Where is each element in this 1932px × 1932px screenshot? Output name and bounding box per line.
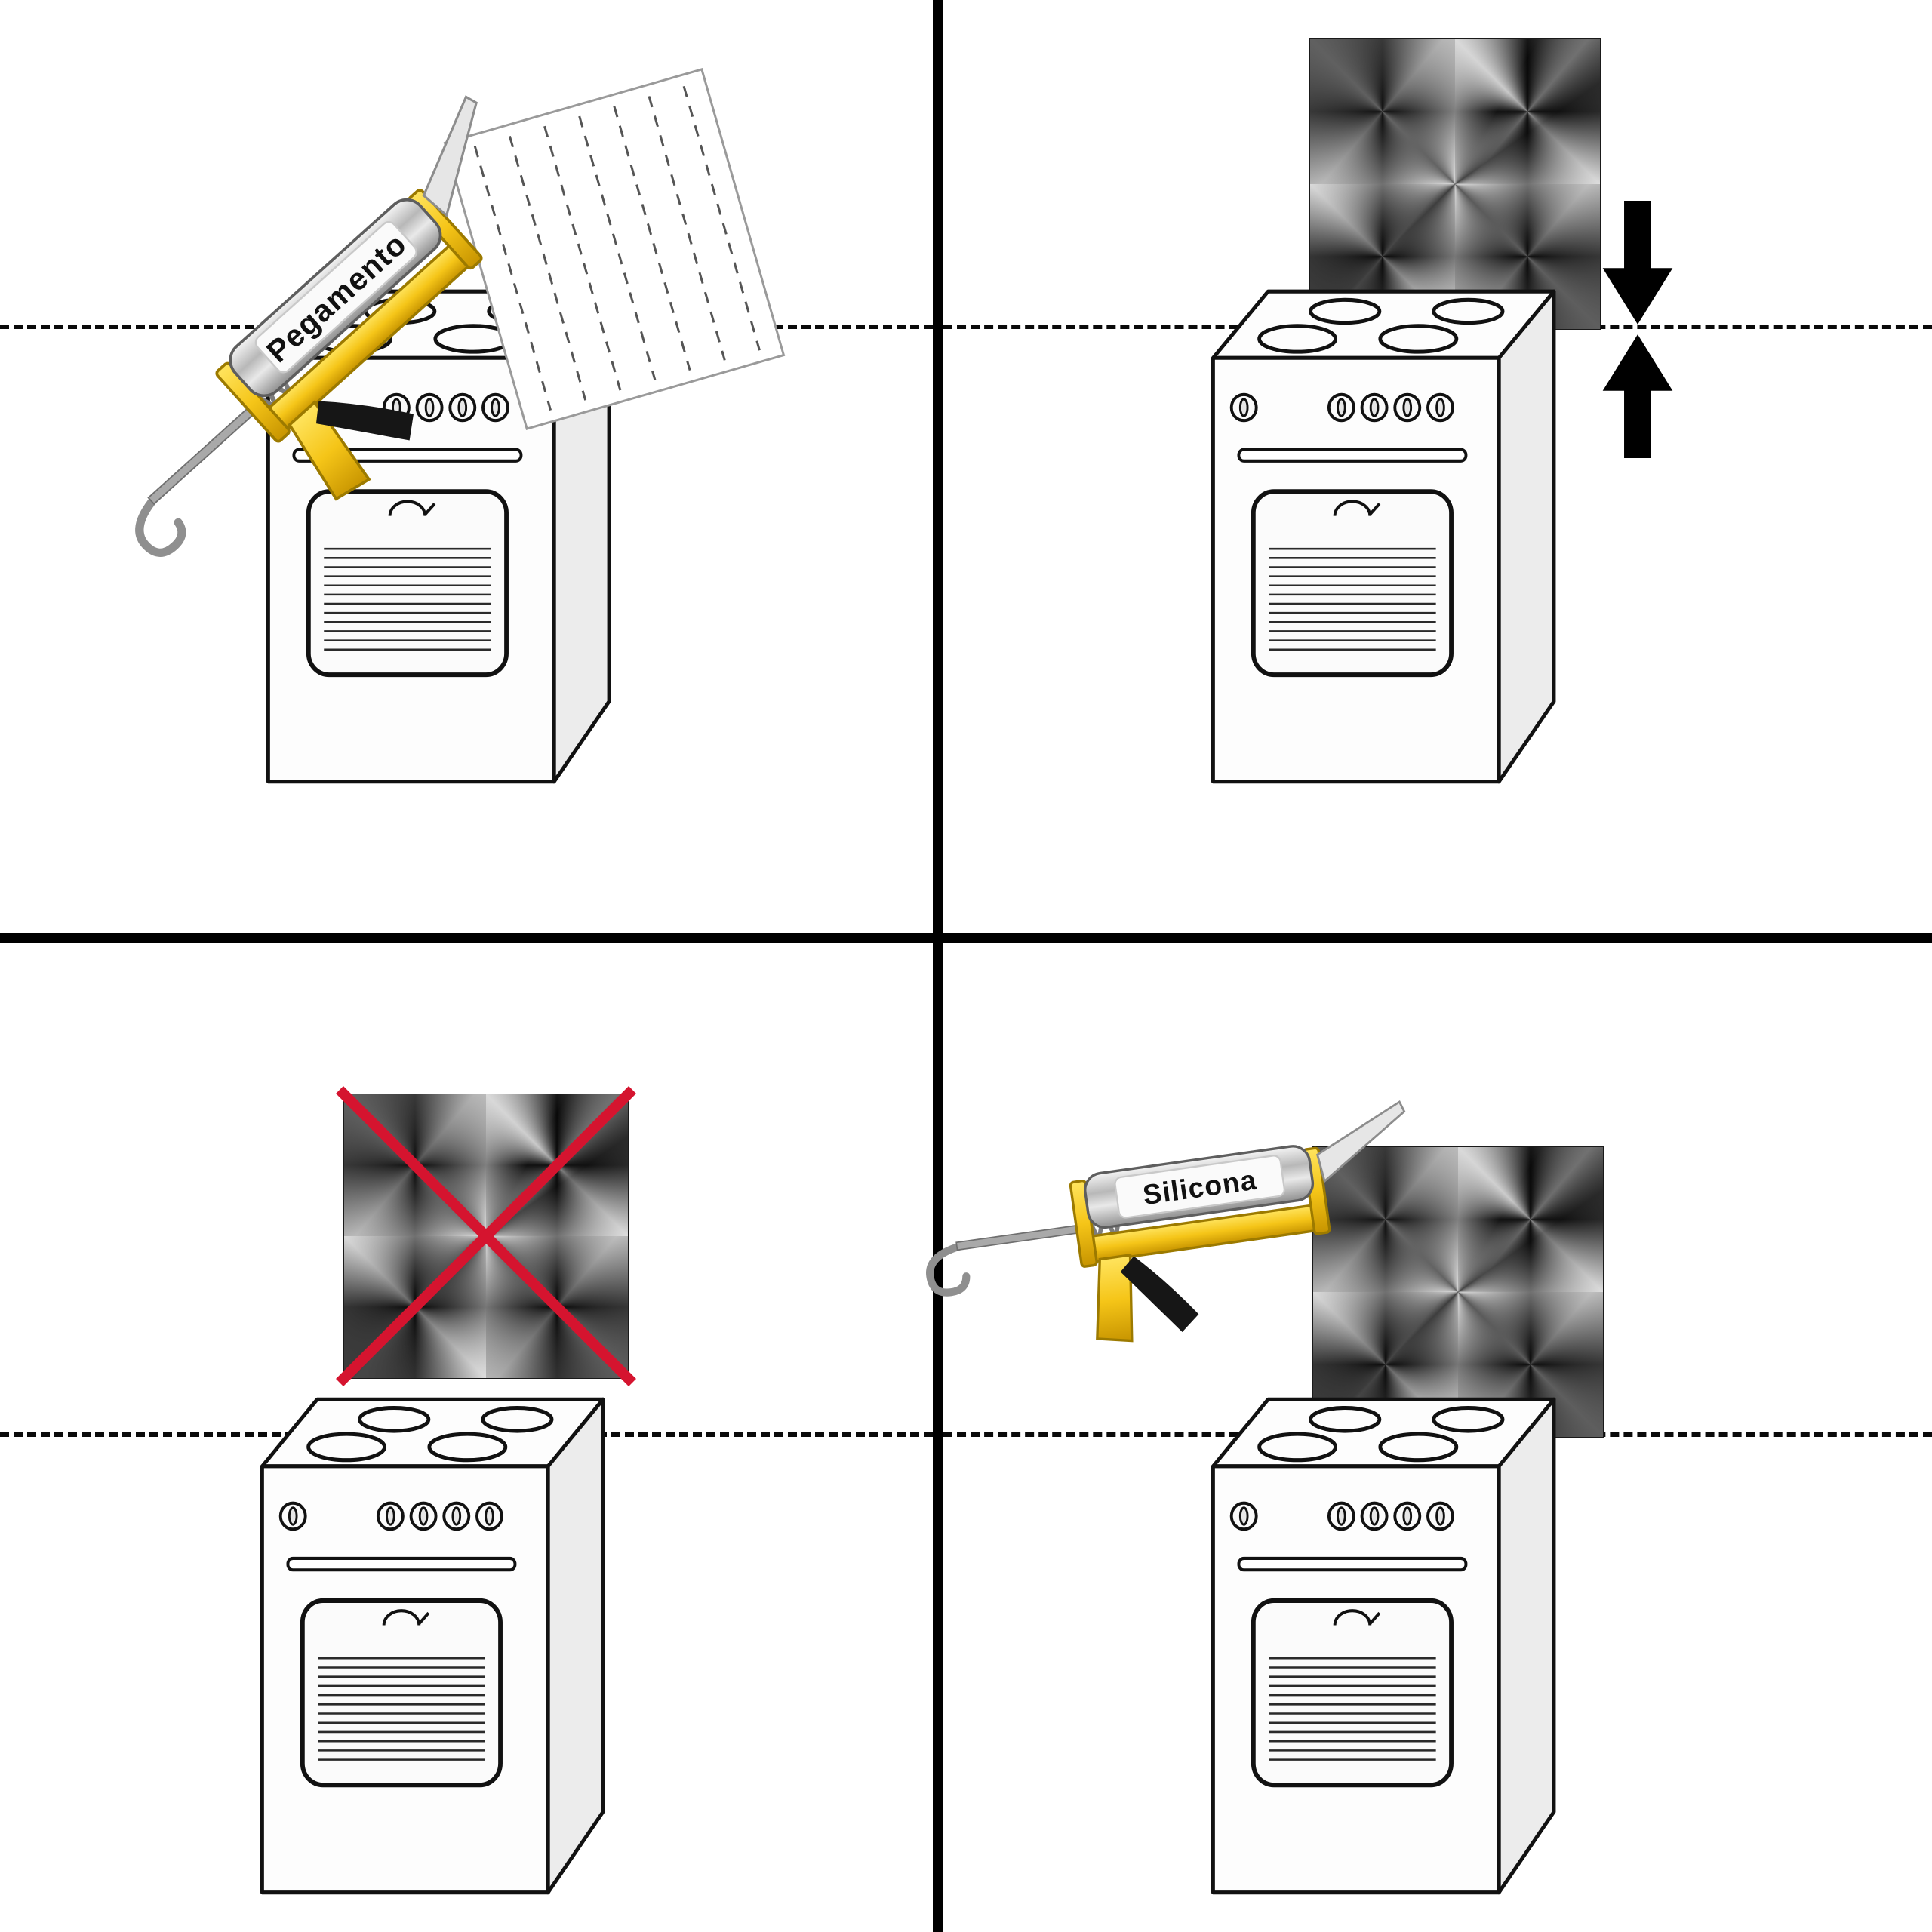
caulk-gun-icon: Pegamento xyxy=(18,45,638,643)
press-down-arrow-icon xyxy=(1598,201,1677,326)
grid-divider-vertical xyxy=(933,0,943,1932)
stove-icon xyxy=(248,1386,629,1908)
caulk-gun-icon: Silicona xyxy=(891,1055,1449,1382)
glue-bead-lines xyxy=(473,85,761,411)
grid-divider-horizontal xyxy=(0,933,1932,943)
stove-icon xyxy=(1198,1386,1580,1908)
metal-backsplash-panel xyxy=(1312,1146,1604,1438)
stove-icon xyxy=(1198,278,1580,797)
press-up-arrow-icon xyxy=(1598,333,1677,458)
metal-backsplash-panel xyxy=(1309,38,1601,330)
adhesive-sheet xyxy=(443,67,786,431)
red-x-icon xyxy=(336,1086,636,1386)
